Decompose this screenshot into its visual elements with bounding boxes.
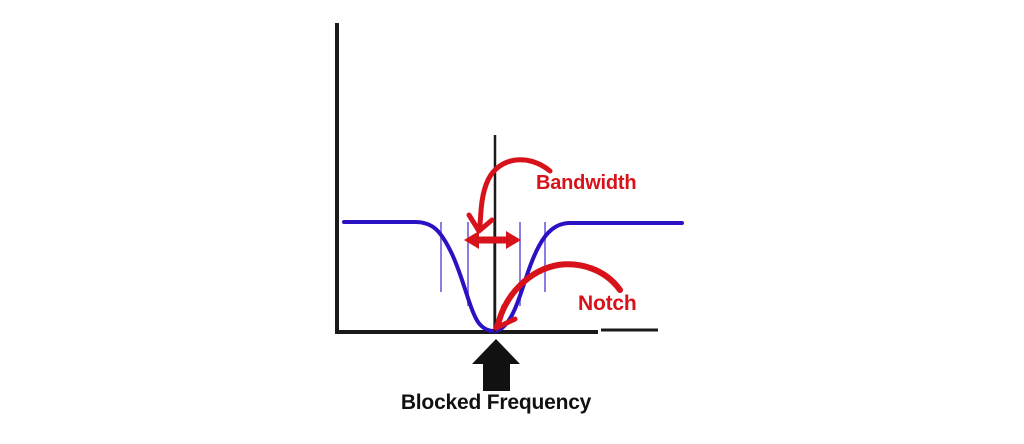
bandwidth-marker: [464, 231, 521, 249]
notch-arrow-head-icon: [493, 303, 518, 331]
blocked-frequency-label: Blocked Frequency: [400, 391, 592, 414]
blocked-frequency-arrow-icon: [472, 339, 520, 391]
notch-arrow-curve: [496, 261, 623, 324]
bandwidth-marker-arrowhead-right: [506, 231, 521, 249]
bandwidth-label: Bandwidth: [536, 172, 637, 194]
notch-arrow: [493, 261, 623, 331]
notch-label: Notch: [578, 292, 637, 315]
bandwidth-arrow-curve: [477, 157, 553, 229]
bandwidth-marker-arrowhead-left: [464, 231, 479, 249]
bandwidth-arrow-head-icon: [466, 212, 495, 234]
bandwidth-arrow: [466, 157, 553, 234]
